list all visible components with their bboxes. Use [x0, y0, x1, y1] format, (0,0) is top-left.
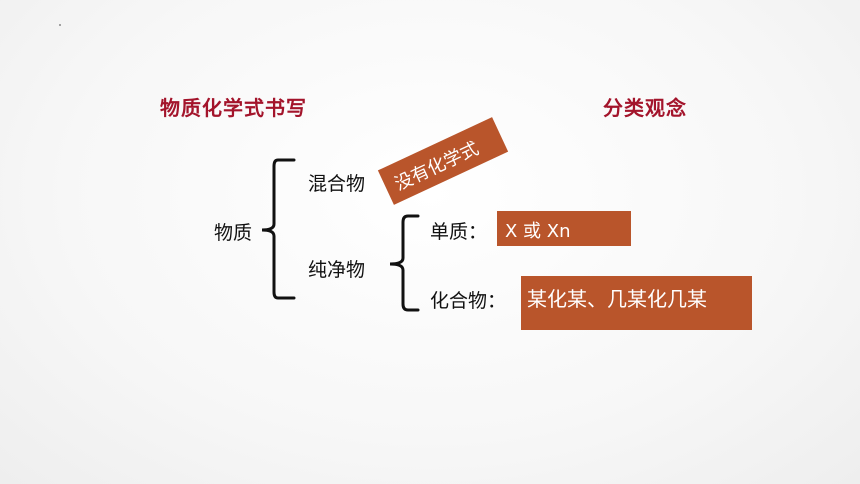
- node-mixture: 混合物: [308, 173, 366, 195]
- note-element-formula: X 或 Xn: [505, 221, 571, 242]
- slide-dot: [59, 24, 61, 26]
- pure-bracket: [389, 214, 420, 312]
- node-element: 单质：: [430, 221, 488, 243]
- note-compound-box: 某化某、几某化几某: [521, 276, 752, 330]
- node-substance: 物质: [214, 222, 253, 244]
- note-compound-naming: 某化某、几某化几某: [527, 287, 707, 311]
- title-classification: 分类观念: [603, 96, 687, 120]
- root-bracket: [261, 158, 296, 300]
- note-element-box: X 或 Xn: [497, 211, 631, 246]
- node-pure-substance: 纯净物: [308, 259, 366, 281]
- title-formula-writing: 物质化学式书写: [160, 96, 307, 120]
- node-compound: 化合物：: [430, 290, 507, 312]
